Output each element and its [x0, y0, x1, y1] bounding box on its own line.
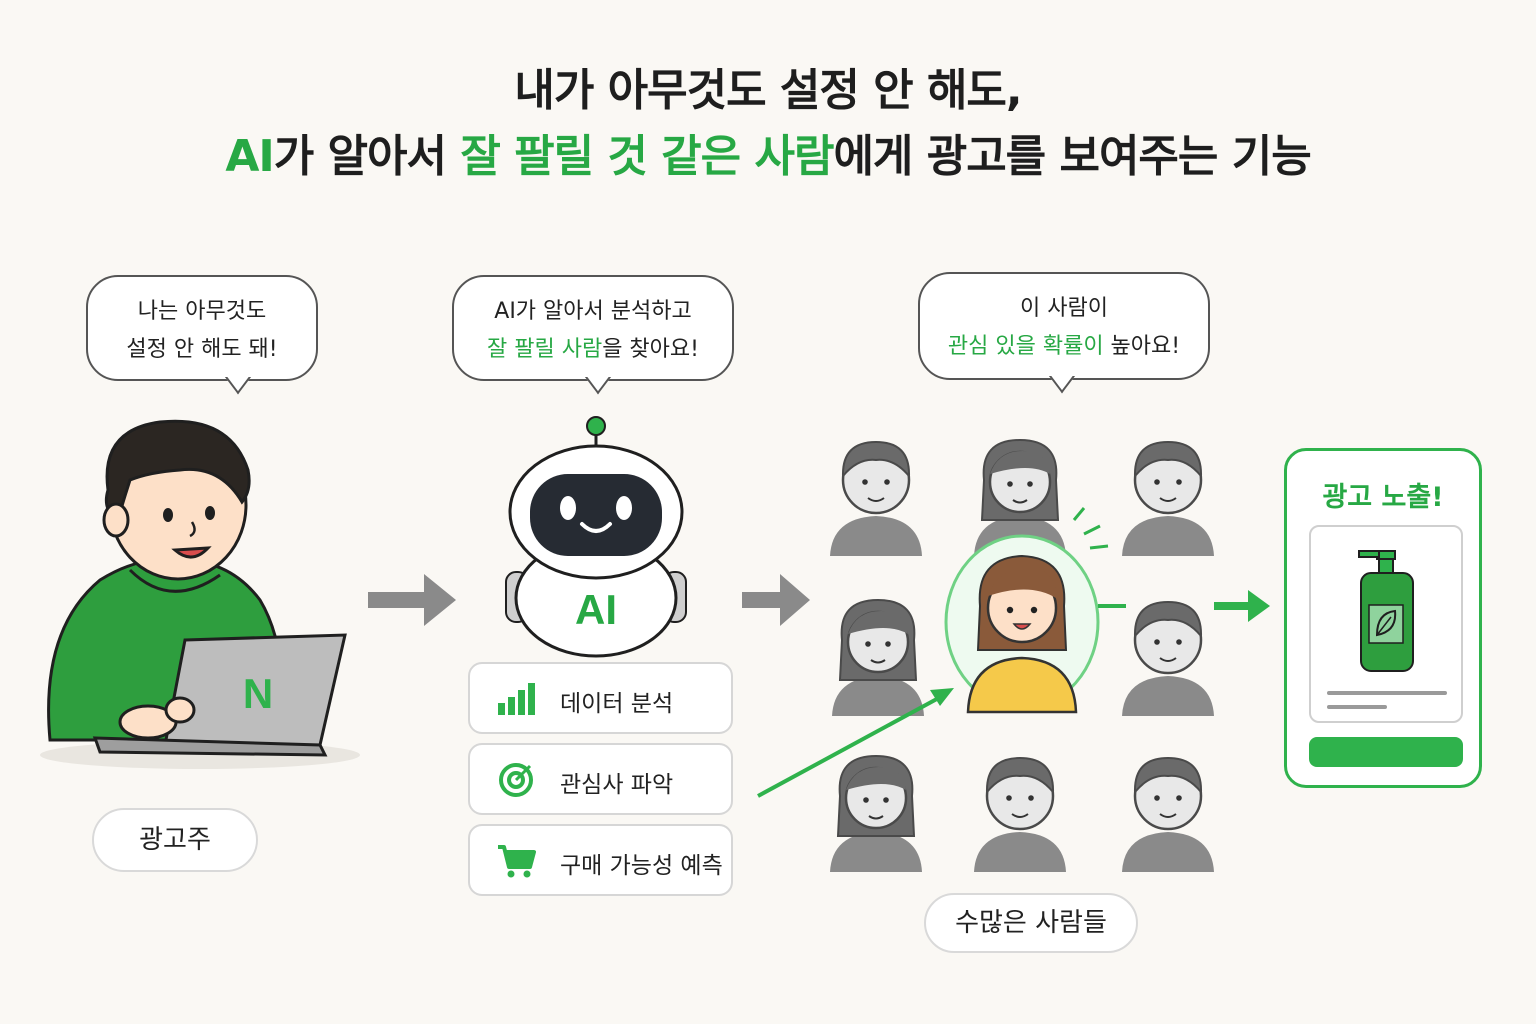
- bottle-icon: [1358, 550, 1414, 672]
- title-ai: AI: [225, 131, 274, 182]
- ad-text-line: [1327, 691, 1447, 695]
- advertiser-label-text: 광고주: [139, 825, 211, 855]
- people-bubble-line-2: 관심 있을 확률이 높아요!: [920, 328, 1208, 366]
- people-grid: [757, 438, 1216, 874]
- ad-title: 광고 노출!: [1322, 482, 1444, 513]
- people-bubble-highlight: 관심 있을 확률이: [947, 334, 1104, 359]
- people-speech-bubble: 이 사람이 관심 있을 확률이 높아요!: [918, 272, 1210, 380]
- ai-bubble-highlight: 잘 팔릴 사람: [487, 337, 603, 362]
- feature-data-analysis: 데이터 분석: [468, 662, 733, 734]
- advertiser-speech-bubble: 나는 아무것도 설정 안 해도 돼!: [86, 275, 318, 381]
- title-highlight: 잘 팔릴 것 같은 사람: [460, 131, 834, 182]
- people-bubble-rest: 높아요!: [1103, 334, 1181, 359]
- ad-card: 광고 노출!: [1284, 448, 1482, 788]
- ai-robot-illustration: AI: [505, 416, 687, 658]
- ad-product-image: [1309, 525, 1463, 723]
- ai-speech-bubble: AI가 알아서 분석하고 잘 팔릴 사람을 찾아요!: [452, 275, 734, 381]
- ad-cta-button[interactable]: [1309, 737, 1463, 767]
- arrow-right-icon: [368, 574, 456, 626]
- advertiser-label: 광고주: [92, 808, 258, 872]
- title-line-2: AI가 알아서 잘 팔릴 것 같은 사람에게 광고를 보여주는 기능: [0, 124, 1536, 190]
- advertiser-bubble-line-2: 설정 안 해도 돼!: [126, 337, 278, 362]
- laptop-logo: N: [243, 670, 273, 717]
- feature-label: 구매 가능성 예측: [560, 853, 723, 879]
- robot-ai-label: AI: [575, 586, 617, 633]
- feature-label: 관심사 파악: [560, 772, 674, 798]
- target-icon: [499, 763, 533, 797]
- feature-label: 데이터 분석: [560, 691, 674, 717]
- title-text-a: 가 알아서: [273, 131, 461, 182]
- page-title: 내가 아무것도 설정 안 해도, AI가 알아서 잘 팔릴 것 같은 사람에게 …: [0, 58, 1536, 190]
- people-bubble-line-1: 이 사람이: [1020, 296, 1108, 321]
- advertiser-bubble-line-1: 나는 아무것도: [137, 299, 267, 324]
- ai-bubble-line-2: 잘 팔릴 사람을 찾아요!: [454, 331, 732, 369]
- bar-chart-icon: [498, 683, 535, 715]
- arrow-right-green-icon: [1214, 590, 1270, 622]
- feature-purchase-prediction: 구매 가능성 예측: [468, 824, 733, 896]
- people-label: 수많은 사람들: [924, 893, 1138, 953]
- people-label-text: 수많은 사람들: [955, 908, 1107, 938]
- title-line-1: 내가 아무것도 설정 안 해도,: [514, 65, 1022, 116]
- ad-text-line: [1327, 705, 1387, 709]
- ai-bubble-rest: 을 찾아요!: [602, 337, 699, 362]
- ai-bubble-line-1: AI가 알아서 분석하고: [494, 299, 692, 324]
- advertiser-illustration: N: [40, 419, 360, 769]
- title-text-b: 에게 광고를 보여주는 기능: [833, 131, 1311, 182]
- arrow-right-icon: [742, 574, 810, 626]
- feature-interest: 관심사 파악: [468, 743, 733, 815]
- cart-icon: [498, 845, 536, 878]
